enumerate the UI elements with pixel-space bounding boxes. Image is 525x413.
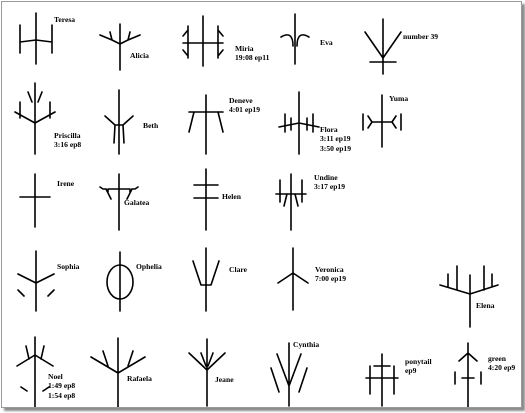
alicia-symbol-icon <box>99 23 141 71</box>
green-symbol-icon <box>454 342 482 407</box>
label-galatea: Galatea <box>124 198 150 207</box>
cynthia-symbol-icon <box>270 342 308 407</box>
label-sophia: Sophia <box>57 262 80 271</box>
label-cynthia: Cynthia <box>293 340 320 349</box>
label-irene: Irene <box>57 179 75 188</box>
elena-symbol-icon <box>439 265 499 328</box>
beth-symbol-icon <box>104 89 134 155</box>
label-jeane: Jeane <box>215 375 234 384</box>
label-number-39: number 39 <box>403 32 439 41</box>
helen-symbol-icon <box>193 168 219 231</box>
label-beth: Beth <box>143 121 159 130</box>
label-eva: Eva <box>320 38 333 47</box>
flora-symbol-icon <box>278 91 320 155</box>
label-ophelia: Ophelia <box>136 262 162 271</box>
veronica-symbol-icon <box>277 247 309 311</box>
clare-symbol-icon <box>192 247 220 312</box>
galatea-symbol-icon <box>99 173 139 231</box>
yuma-symbol-icon <box>362 94 402 148</box>
label-clare: Clare <box>229 265 247 274</box>
sophia-symbol-icon <box>17 250 55 312</box>
noel-symbol-icon <box>16 336 54 407</box>
ophelia-symbol-icon <box>106 251 134 312</box>
label-teresa: Teresa <box>54 15 76 24</box>
rafaela-symbol-icon <box>90 337 146 407</box>
label-rafaela: Rafaela <box>127 374 152 383</box>
priscilla-symbol-icon <box>14 82 56 155</box>
number-39-symbol-icon <box>364 18 402 75</box>
symbol-glyphs <box>14 12 499 407</box>
miria-symbol-icon <box>182 15 224 67</box>
ponytail-symbol-icon <box>365 353 399 407</box>
label-alicia: Alicia <box>130 51 149 60</box>
teresa-symbol-icon <box>19 12 53 65</box>
irene-symbol-icon <box>19 173 51 228</box>
eva-symbol-icon <box>280 13 310 65</box>
undine-symbol-icon <box>275 173 307 231</box>
label-helen: Helen <box>222 192 241 201</box>
label-elena: Elena <box>476 301 495 310</box>
label-yuma: Yuma <box>389 94 409 103</box>
jeane-symbol-icon <box>188 338 226 407</box>
deneve-symbol-icon <box>188 94 224 155</box>
